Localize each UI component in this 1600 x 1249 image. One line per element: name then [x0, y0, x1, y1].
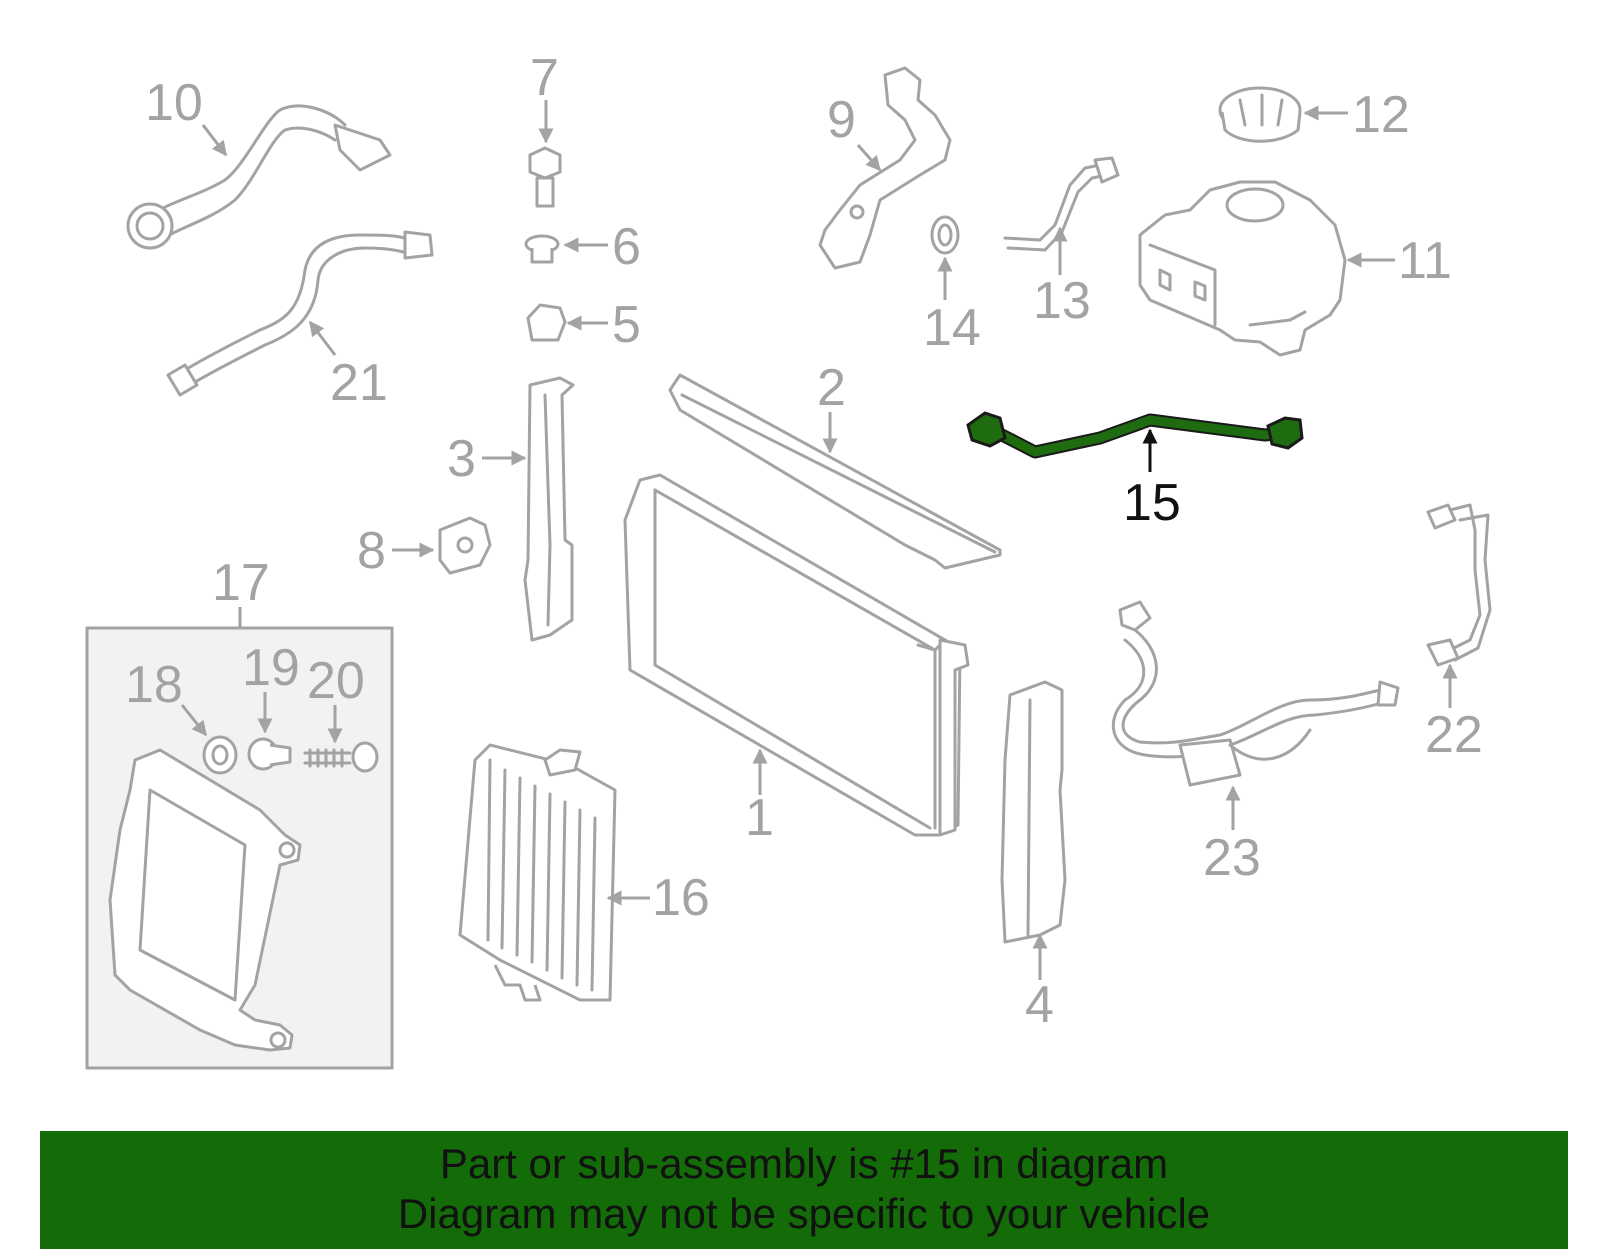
callout-11: 11 [1398, 232, 1452, 290]
callout-10: 10 [145, 74, 203, 132]
part-19-bushing[interactable] [247, 737, 292, 771]
part-13-small-hose[interactable] [1003, 156, 1120, 252]
part-23-hose-assembly[interactable] [1111, 600, 1400, 787]
callout-19: 19 [242, 639, 300, 697]
part-9-hose[interactable] [818, 66, 952, 270]
callout-1: 1 [745, 789, 774, 847]
callout-20: 20 [307, 652, 365, 710]
callout-23: 23 [1203, 829, 1261, 887]
callout-3: 3 [447, 430, 476, 488]
banner-line-2: Diagram may not be specific to your vehi… [397, 1190, 1211, 1237]
callout-labels: 1 2 3 4 5 6 7 8 9 10 11 12 13 14 15 16 1… [125, 49, 1483, 1034]
part-15-hose-highlighted[interactable] [966, 411, 1304, 459]
leader-lines [180, 100, 1458, 980]
callout-9: 9 [827, 91, 856, 149]
callout-6: 6 [612, 218, 641, 276]
part-3-seal[interactable] [523, 376, 575, 642]
part-4-seal[interactable] [1000, 680, 1067, 944]
callout-16: 16 [652, 869, 710, 927]
part-16-aux-radiator[interactable] [458, 743, 617, 1002]
callout-12: 12 [1352, 86, 1410, 144]
part-12-cap[interactable] [1218, 86, 1302, 143]
info-banner: Part or sub-assembly is #15 in diagram D… [40, 1131, 1568, 1249]
banner-line-1: Part or sub-assembly is #15 in diagram [439, 1140, 1169, 1187]
part-1-condenser[interactable] [623, 473, 970, 837]
part-5-clip[interactable] [526, 303, 567, 342]
callout-17: 17 [212, 554, 270, 612]
part-22-hose[interactable] [1426, 503, 1492, 667]
part-14-clamp[interactable] [930, 215, 960, 255]
part-6-nut[interactable] [524, 234, 560, 264]
part-21-hose[interactable] [166, 230, 434, 397]
callout-4: 4 [1025, 976, 1054, 1034]
part-18-grommet[interactable] [202, 735, 238, 775]
callout-5: 5 [612, 296, 641, 354]
callout-14: 14 [923, 299, 981, 357]
callout-8: 8 [357, 522, 386, 580]
callout-18: 18 [125, 656, 183, 714]
part-8-bracket[interactable] [438, 516, 492, 575]
callout-2: 2 [817, 359, 846, 417]
part-10-upper-hose[interactable] [126, 104, 392, 250]
part-2-seal-strip[interactable] [668, 373, 1002, 570]
part-17-box[interactable] [85, 626, 394, 1070]
callout-7: 7 [530, 49, 559, 107]
part-7-bolt[interactable] [528, 146, 562, 208]
callout-22: 22 [1425, 706, 1483, 764]
part-20-screw[interactable] [303, 741, 379, 773]
callout-15: 15 [1123, 474, 1181, 532]
part-11-expansion-tank[interactable] [1138, 180, 1347, 357]
callout-13: 13 [1033, 272, 1091, 330]
callout-21: 21 [330, 354, 388, 412]
